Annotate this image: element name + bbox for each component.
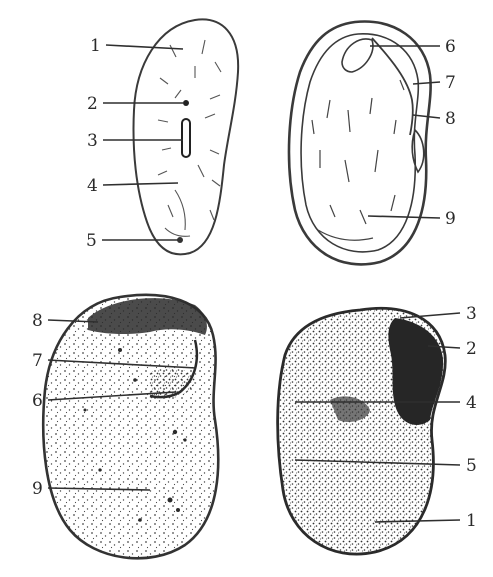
label-2: 2 bbox=[87, 94, 98, 114]
label-6b: 6 bbox=[32, 391, 43, 411]
label-1: 1 bbox=[90, 36, 101, 56]
plumule bbox=[342, 39, 373, 72]
leader-9 bbox=[368, 216, 440, 218]
label-6: 6 bbox=[445, 37, 456, 57]
cotyledon-outline bbox=[301, 34, 418, 252]
leader-4 bbox=[103, 183, 178, 185]
leader-8 bbox=[413, 115, 440, 118]
label-1b: 1 bbox=[466, 511, 477, 531]
label-8b: 8 bbox=[32, 311, 43, 331]
label-7: 7 bbox=[445, 73, 456, 93]
label-9b: 9 bbox=[32, 479, 43, 499]
seed-outline bbox=[134, 19, 239, 254]
label-5b: 5 bbox=[466, 456, 477, 476]
micropyle bbox=[183, 100, 189, 106]
label-7b: 7 bbox=[32, 351, 43, 371]
leader-7 bbox=[413, 82, 440, 84]
seed-body bbox=[43, 295, 218, 558]
label-3b: 3 bbox=[466, 304, 477, 324]
label-2b: 2 bbox=[466, 339, 477, 359]
label-3: 3 bbox=[87, 131, 98, 151]
seed-dissected-top-right: 6 7 8 9 bbox=[289, 22, 456, 265]
label-4: 4 bbox=[87, 176, 98, 196]
label-5: 5 bbox=[86, 231, 97, 251]
hilum bbox=[182, 119, 190, 157]
label-4b: 4 bbox=[466, 393, 477, 413]
label-9: 9 bbox=[445, 209, 456, 229]
seed-external-top-left: 1 2 3 4 5 bbox=[86, 19, 238, 254]
seed-bottom-left: 8 7 6 9 bbox=[32, 295, 218, 558]
seed-bottom-right: 3 2 4 5 1 bbox=[278, 304, 477, 554]
label-8: 8 bbox=[445, 109, 456, 129]
